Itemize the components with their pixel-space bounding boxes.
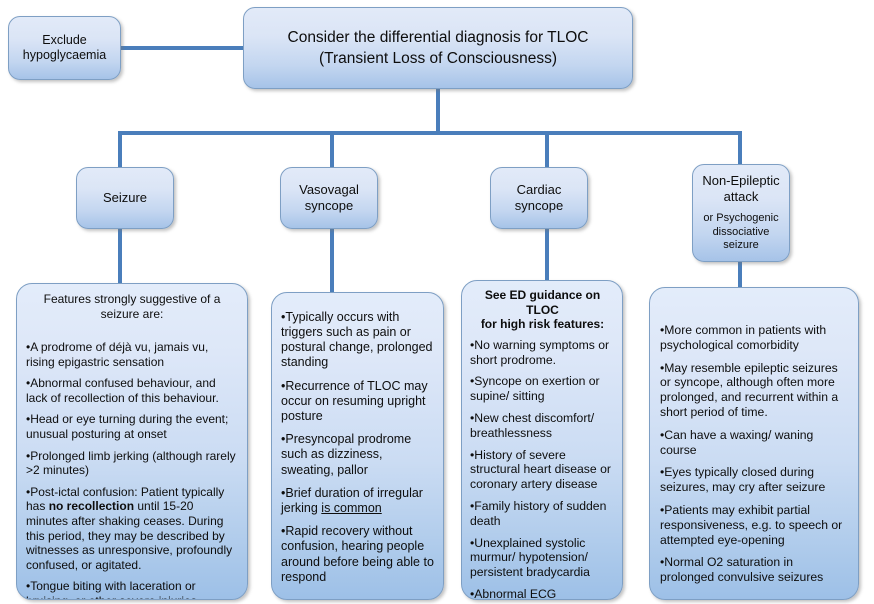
list-item: Tongue biting with laceration or bruisin… [26,579,238,599]
list-item: History of severe structural heart disea… [470,448,615,492]
detail-box-cardiac: See ED guidance on TLOC for high risk fe… [461,280,623,600]
node-cardiac-syncope[interactable]: Cardiac syncope [490,167,588,229]
nea-top-spacer [660,296,849,323]
bold-no-recollection: no recollection [48,499,135,514]
vasovagal-bullet-list: Typically occurs with triggers such as p… [281,310,435,593]
list-item: Unexplained systolic murmur/ hypotension… [470,536,615,580]
list-item: New chest discomfort/ breathlessness [470,411,615,441]
list-item: Patients may exhibit partial responsiven… [660,503,849,547]
node-root-tloc[interactable]: Consider the differential diagnosis for … [243,7,633,89]
list-item: Normal O2 saturation in prolonged convul… [660,555,849,585]
connector-to-cardiac [545,131,549,169]
nea-sub-2: dissociative [712,225,770,238]
connector-non-epileptic-to-detail [738,261,742,290]
node-non-epileptic-attack[interactable]: Non-Epileptic attack or Psychogenic diss… [692,164,790,262]
list-item: Head or eye turning during the event; un… [26,412,238,441]
vasovagal-top-spacer [281,301,435,310]
node-seizure[interactable]: Seizure [76,167,174,229]
connector-to-non-epileptic [738,131,742,166]
exclude-line-1: Exclude [42,33,87,47]
list-item: Rapid recovery without confusion, hearin… [281,524,435,585]
list-item-jerking: Brief duration of irregular jerking is c… [281,486,435,516]
seizure-detail-heading: Features strongly suggestive of a seizur… [26,292,238,322]
list-item: A prodrome of déjà vu, jamais vu, rising… [26,340,238,369]
cardiac-detail-heading: See ED guidance on TLOC for high risk fe… [470,288,615,332]
detail-box-seizure: Features strongly suggestive of a seizur… [16,283,248,600]
exclude-line-2: hypoglycaemia [22,48,107,62]
list-item: Can have a waxing/ waning course [660,428,849,458]
list-item: May resemble epileptic seizures or synco… [660,361,849,420]
connector-vasovagal-to-detail [330,228,334,294]
underline-is-common: is common [321,500,382,515]
list-item: Abnormal confused behaviour, and lack of… [26,376,238,405]
list-item: More common in patients with psychologic… [660,323,849,353]
connector-exclude-to-root [119,46,245,50]
list-item: Typically occurs with triggers such as p… [281,310,435,371]
connector-to-vasovagal [330,131,334,169]
root-line-1: Consider the differential diagnosis for … [287,29,589,46]
seizure-heading-line-1: Features strongly suggestive of a [43,292,221,306]
list-item: Presyncopal prodrome such as dizziness, … [281,432,435,478]
cardiac-heading-line-1: See ED guidance on TLOC [484,288,601,317]
vasovagal-line-1: Vasovagal [299,182,359,197]
list-item: Eyes typically closed during seizures, m… [660,465,849,495]
connector-cardiac-to-detail [545,228,549,283]
root-line-2: (Transient Loss of Consciousness) [318,50,558,67]
cardiac-line-2: syncope [514,198,564,213]
seizure-heading-line-2: seizure are: [100,307,164,321]
list-item: Abnormal ECG [470,587,615,599]
list-item: No warning symptoms or short prodrome. [470,338,615,368]
list-item: Family history of sudden death [470,499,615,529]
cardiac-bullet-list: No warning symptoms or short prodrome. S… [470,338,615,599]
connector-seizure-to-detail [118,228,122,286]
cardiac-line-1: Cardiac [516,182,562,197]
vasovagal-line-2: syncope [304,198,354,213]
seizure-bullet-list: A prodrome of déjà vu, jamais vu, rising… [26,340,238,599]
nea-line-2: attack [723,189,759,205]
cardiac-heading-line-2: for high risk features: [480,317,605,332]
nea-sub-1: or Psychogenic [703,212,779,225]
node-vasovagal-syncope[interactable]: Vasovagal syncope [280,167,378,229]
list-item: Syncope on exertion or supine/ sitting [470,374,615,404]
detail-box-non-epileptic: More common in patients with psychologic… [649,287,859,600]
list-item-postictal: Post-ictal confusion: Patient typically … [26,485,238,573]
detail-box-vasovagal: Typically occurs with triggers such as p… [271,292,444,600]
list-item: Prolonged limb jerking (although rarely … [26,449,238,478]
list-item: Recurrence of TLOC may occur on resuming… [281,379,435,425]
seizure-label: Seizure [102,190,148,205]
connector-root-down [436,88,440,134]
node-exclude-hypoglycaemia[interactable]: Exclude hypoglycaemia [8,16,121,80]
nea-sub-3: seizure [723,239,759,252]
nea-line-1: Non-Epileptic [702,173,780,189]
connector-to-seizure [118,131,122,169]
connector-distribution-bar [118,131,742,135]
nea-bullet-list: More common in patients with psychologic… [660,323,849,593]
